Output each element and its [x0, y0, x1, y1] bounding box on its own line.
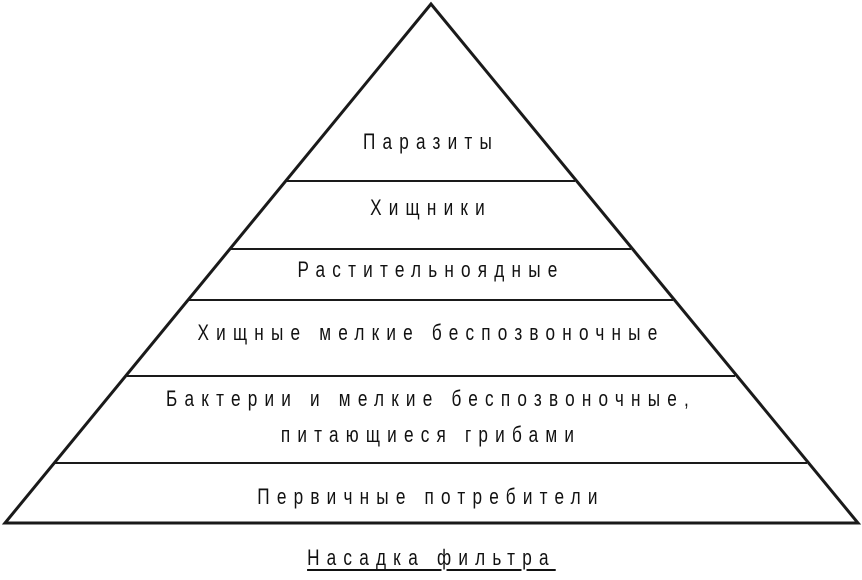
level-label-herbivores: Растительноядные: [297, 257, 565, 282]
level-label-bacteria-line2: питающиеся грибами: [280, 422, 582, 447]
level-label-primary-consumers: Первичные потребители: [257, 484, 605, 509]
level-label-bacteria-line1: Бактерии и мелкие беспозвоночные,: [165, 386, 697, 411]
base-label-container: Насадка фильтра: [0, 545, 862, 571]
level-label-predatory-invertebrates: Хищные мелкие беспозвоночные: [197, 320, 665, 345]
pyramid-diagram: [1, 1, 862, 525]
base-label: Насадка фильтра: [306, 545, 556, 570]
level-label-parasites: Паразиты: [362, 129, 500, 154]
level-label-predators: Хищники: [370, 195, 492, 220]
pyramid-outline: [1, 1, 862, 525]
